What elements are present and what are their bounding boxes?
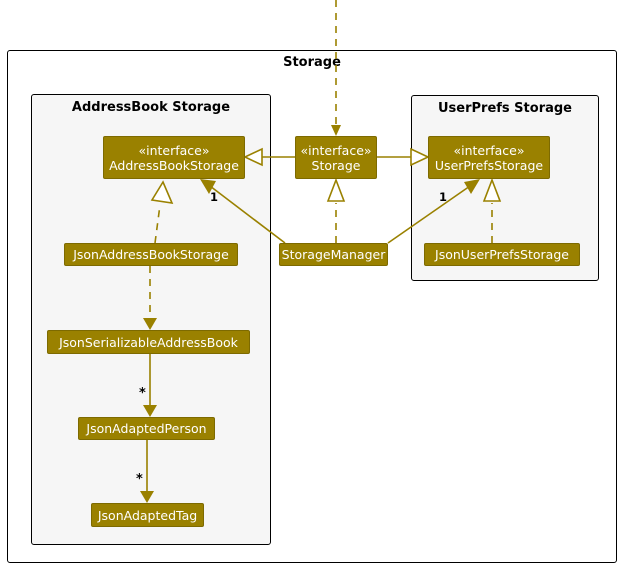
class-jsonadaptedtag-name: JsonAdaptedTag [97, 507, 198, 523]
class-storage-name: Storage [311, 157, 361, 173]
class-jsonadaptedperson[interactable]: JsonAdaptedPerson [78, 417, 215, 440]
multiplicity-jsonadaptedtag: * [136, 472, 143, 487]
class-jsonaddressbookstorage[interactable]: JsonAddressBookStorage [64, 243, 238, 266]
class-userprefsstorage-name: UserPrefsStorage [434, 157, 544, 173]
class-addressbookstorage[interactable]: «interface» AddressBookStorage [103, 136, 245, 179]
multiplicity-addressbookstorage: 1 [210, 190, 219, 204]
class-jsonadaptedtag[interactable]: JsonAdaptedTag [91, 503, 204, 527]
class-jsonserializableaddressbook[interactable]: JsonSerializableAddressBook [47, 330, 250, 354]
package-storage-title: Storage [283, 55, 341, 70]
class-addressbookstorage-name: AddressBookStorage [109, 157, 239, 173]
class-storagemanager[interactable]: StorageManager [279, 243, 388, 266]
class-userprefsstorage[interactable]: «interface» UserPrefsStorage [428, 136, 550, 179]
package-addressbook-storage-title: AddressBook Storage [71, 100, 231, 115]
multiplicity-userprefsstorage: 1 [439, 190, 448, 204]
class-jsonuserprefsstorage-name: JsonUserPrefsStorage [435, 247, 569, 262]
package-userprefs-storage-title: UserPrefs Storage [437, 101, 572, 116]
class-jsonaddressbookstorage-name: JsonAddressBookStorage [73, 247, 229, 262]
multiplicity-jsonadaptedperson: * [139, 386, 146, 401]
class-jsonserializableaddressbook-name: JsonSerializableAddressBook [59, 334, 238, 350]
class-userprefsstorage-stereotype: «interface» [453, 142, 525, 158]
class-storage[interactable]: «interface» Storage [295, 136, 377, 179]
class-addressbookstorage-stereotype: «interface» [138, 142, 210, 158]
class-storage-stereotype: «interface» [300, 142, 372, 158]
class-jsonadaptedperson-name: JsonAdaptedPerson [86, 421, 207, 436]
class-storagemanager-name: StorageManager [281, 247, 386, 262]
class-jsonuserprefsstorage[interactable]: JsonUserPrefsStorage [424, 243, 580, 266]
